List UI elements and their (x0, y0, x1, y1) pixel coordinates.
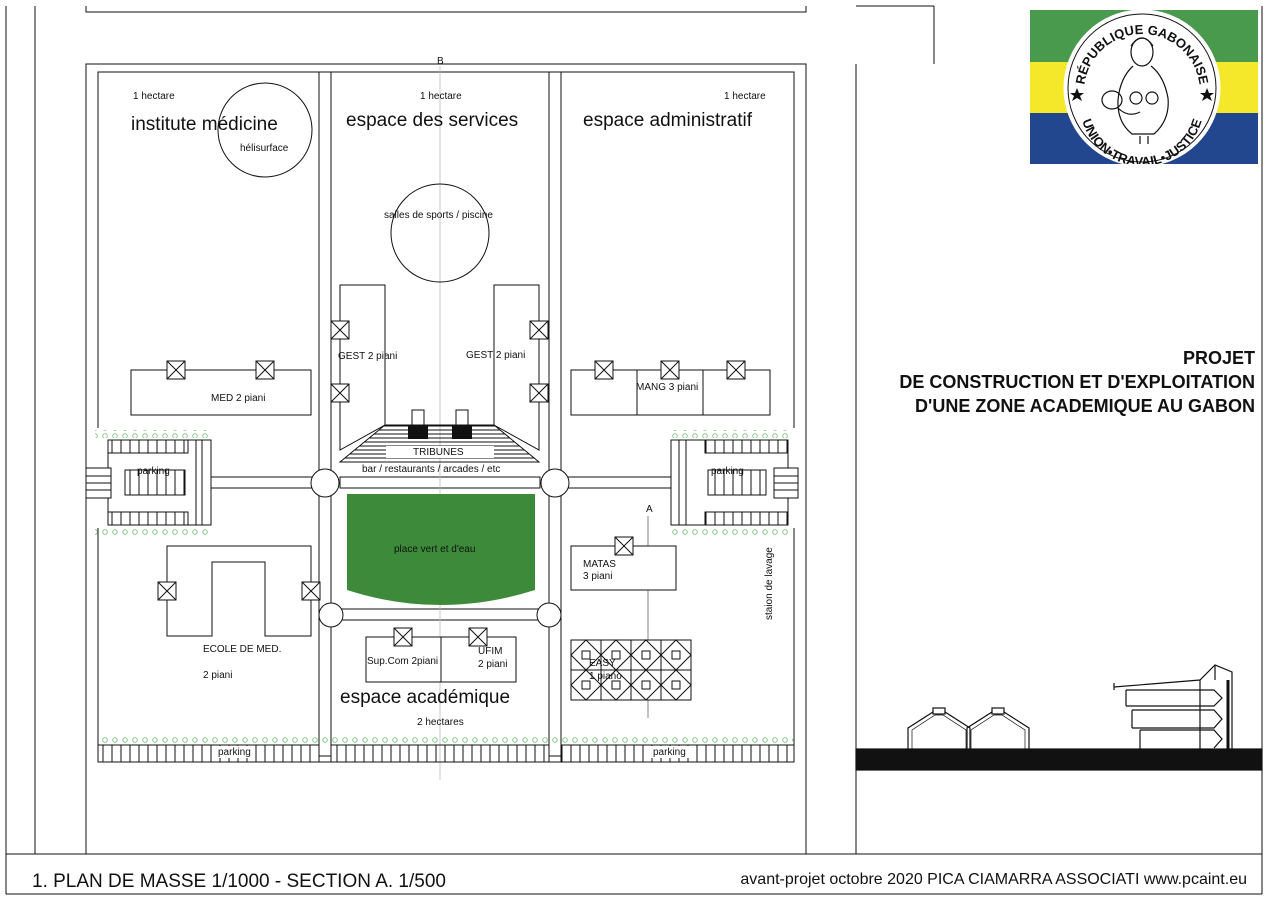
parking-right: parking (670, 430, 799, 535)
building-matas-label-2: 3 piani (583, 571, 612, 582)
parking-bottom: parking parking (97, 735, 795, 763)
helipad-label: hélisurface (240, 143, 289, 154)
building-ecole-med: ECOLE DE MED. 2 piani (157, 545, 321, 681)
parking-right-label: parking (711, 466, 744, 477)
star-icon (1200, 88, 1214, 101)
zone-title-admin: espace administratif (583, 110, 753, 131)
bar-label: bar / restaurants / arcades / etc (362, 464, 500, 475)
seal-disc (1063, 10, 1221, 164)
building-supcom-ufim: Sup.Com 2piani UFIM 2 piani (365, 627, 517, 683)
drawing-credits: avant-projet octobre 2020 PICA CIAMARRA … (740, 871, 1247, 888)
sports-hall-label: salles de sports / piscine (384, 210, 493, 221)
tribunes-label: TRIBUNES (413, 447, 464, 458)
zone-area-academic: 2 hectares (417, 717, 464, 728)
zone-title-academic: espace académique (340, 687, 510, 708)
building-ecole-label-2: 2 piani (203, 670, 232, 681)
building-ufim-label-2: 2 piani (478, 659, 507, 670)
project-title-line-1: PROJET (1183, 348, 1255, 368)
zone-area-services: 1 hectare (420, 91, 462, 102)
zone-area-admin: 1 hectare (724, 91, 766, 102)
section-marker-b: B (437, 56, 444, 67)
washing-station-label: staion de lavage (764, 547, 775, 620)
project-title-line-3: D'UNE ZONE ACADEMIQUE AU GABON (915, 396, 1255, 416)
building-easy-label-2: 1 piano (589, 671, 622, 682)
building-easy: EASY 1 piano (570, 639, 692, 701)
mother-child-figure-icon (1101, 37, 1169, 144)
tribunes: TRIBUNES bar / restaurants / arcades / e… (338, 409, 541, 475)
star-icon (1070, 88, 1084, 101)
roundabout (318, 602, 344, 628)
section-a-drawing (855, 664, 1263, 771)
building-ecole-label-1: ECOLE DE MED. (203, 644, 281, 655)
helipad (217, 82, 313, 178)
building-mang-label: MANG 3 piani (636, 382, 698, 393)
green-water-plaza (347, 494, 535, 605)
zone-title-services: espace des services (346, 110, 518, 131)
zone-title-medicine: institute médicine (131, 114, 278, 135)
building-supcom-label: Sup.Com 2piani (367, 656, 438, 667)
building-med: MED 2 piani (130, 360, 312, 416)
project-title-line-2: DE CONSTRUCTION ET D'EXPLOITATION (899, 372, 1255, 392)
zone-area-medicine: 1 hectare (133, 91, 175, 102)
building-gest-right-label: GEST 2 piani (466, 350, 525, 361)
building-ufim-label-1: UFIM (478, 646, 502, 657)
drawing-title: 1. PLAN DE MASSE 1/1000 - SECTION A. 1/5… (32, 871, 446, 892)
building-gest-left-label: GEST 2 piani (338, 351, 397, 362)
parking-bottom-left-label: parking (218, 747, 251, 758)
sports-hall (390, 183, 490, 283)
section-marker-a: A (646, 504, 653, 515)
roundabout (536, 602, 562, 628)
parking-bottom-right-label: parking (653, 747, 686, 758)
building-easy-label-1: EASY (589, 658, 616, 669)
roundabout (310, 468, 340, 498)
building-med-label: MED 2 piani (211, 393, 265, 404)
building-matas-label-1: MATAS (583, 559, 616, 570)
building-mang: MANG 3 piani (570, 360, 771, 416)
building-matas: MATAS 3 piani (570, 536, 677, 591)
gabon-emblem: RÉPUBLIQUE GABONAISE UNION•TRAVAIL•JUSTI… (1030, 10, 1258, 164)
roundabout (540, 468, 570, 498)
green-plaza-label: place vert et d'eau (394, 544, 475, 555)
parking-left: parking (85, 430, 212, 535)
building-gest-right: GEST 2 piani (466, 284, 549, 451)
parking-left-label: parking (137, 466, 170, 477)
